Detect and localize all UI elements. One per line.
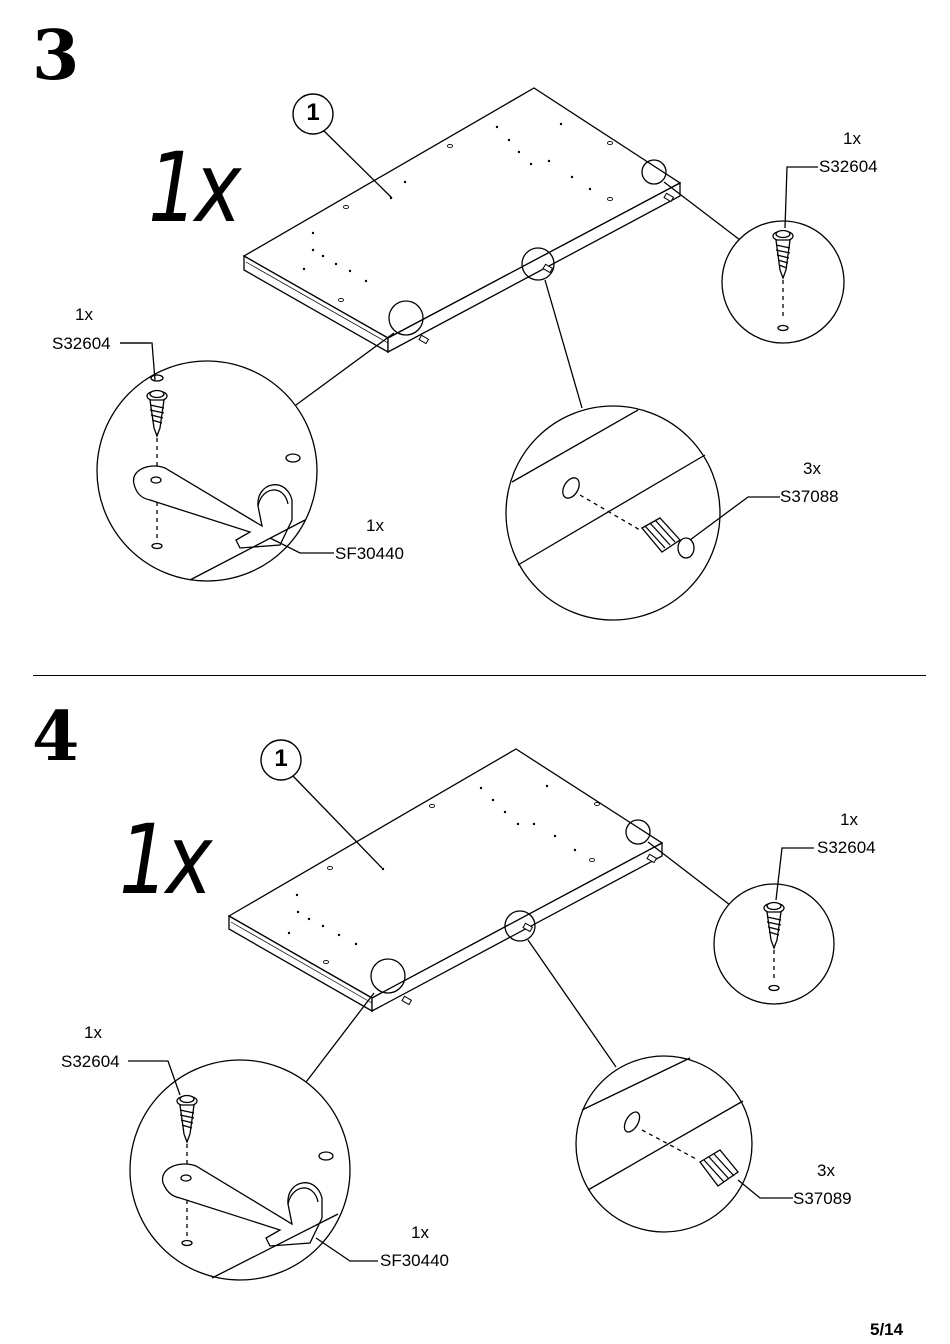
step-3-quantity: 1x [148,132,241,244]
step-3-dowel-code: S37088 [780,487,839,506]
step-3-zoom-dowel [505,405,721,621]
step-4-part-badge: 1 [274,745,288,772]
step-3-screw-right-icon [772,229,794,332]
step-3-screw-right-code: S32604 [819,157,878,176]
step-3-bracket-code: SF30440 [335,544,404,563]
step-4-screw-left-qty: 1x [84,1023,102,1042]
page-number: 5/14 [870,1320,904,1339]
step-4-dowel-code: S37089 [793,1189,852,1208]
step-3-bracket-qty: 1x [366,516,384,535]
step-4-zoom-bracket [129,1059,351,1281]
step-3-part-badge: 1 [306,99,320,126]
step-4-zoom-dowel [575,1055,753,1233]
step-4-screw-right-qty: 1x [840,810,858,829]
step-3-part-badge-circle [292,93,334,135]
step-4-screw-right-code: S32604 [817,838,876,857]
step-4-screw-left-icon [176,1094,198,1247]
step-3-number: 3 [32,16,79,96]
step-4-bracket-qty: 1x [411,1223,429,1242]
step-3-panel [242,87,682,354]
step-4-panel [227,748,664,1013]
step-3-bracket-icon [132,453,306,581]
step-4-dowel-qty: 3x [817,1161,835,1180]
step-3-dowel-icon [511,409,706,566]
step-4-bracket-code: SF30440 [380,1251,449,1270]
step-3-screw-left-code: S32604 [52,334,111,353]
step-4-part-badge-circle [260,739,302,781]
step-4-screw-left-code: S32604 [61,1052,120,1071]
step-4-bracket-icon [161,1151,339,1279]
step-3-screw-left-qty: 1x [75,305,93,324]
step-4-quantity: 1x [119,804,212,916]
step-divider [33,675,926,676]
step-4-number: 4 [32,697,79,777]
step-4-dowel-icon [581,1057,744,1191]
step-4-screw-right-icon [763,901,785,992]
step-3-dowel-qty: 3x [803,459,821,478]
step-3-screw-right-qty: 1x [843,129,861,148]
